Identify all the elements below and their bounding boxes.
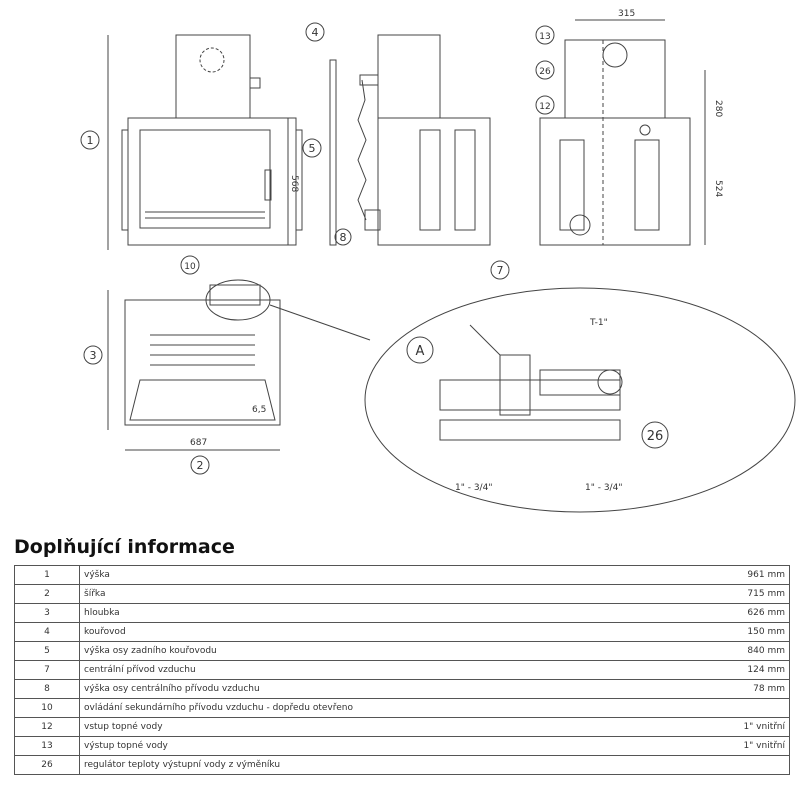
row-description: vstup topné vody	[79, 717, 681, 737]
svg-text:8: 8	[340, 231, 347, 244]
row-value: 1" vnitřní	[681, 717, 790, 737]
row-value: 124 mm	[681, 660, 790, 680]
row-number: 3	[14, 603, 80, 623]
row-number: 8	[14, 679, 80, 699]
technical-drawing: 1 2 3 4 5 7 8 10 12 13 26 26 A 315 280 5…	[80, 9, 796, 513]
svg-text:26: 26	[647, 429, 664, 444]
row-number: 10	[14, 698, 80, 718]
back-view	[539, 19, 706, 246]
row-description: výška osy zadního kouřovodu	[79, 641, 681, 661]
row-description: šířka	[79, 584, 681, 604]
row-value	[681, 698, 790, 718]
svg-text:4: 4	[312, 26, 319, 39]
svg-text:26: 26	[539, 67, 551, 77]
section-title: Doplňující informace	[14, 536, 235, 558]
row-description: výška	[79, 565, 681, 585]
svg-text:2: 2	[197, 459, 204, 472]
row-description: výška osy centrálního přívodu vzduchu	[79, 679, 681, 699]
row-value: 150 mm	[681, 622, 790, 642]
svg-text:T-1": T-1"	[589, 318, 608, 328]
front-view	[107, 34, 303, 250]
svg-text:1: 1	[87, 134, 94, 147]
side-view	[329, 34, 491, 246]
row-number: 4	[14, 622, 80, 642]
svg-text:6,5: 6,5	[252, 405, 266, 415]
svg-text:524: 524	[713, 180, 723, 197]
row-description: centrální přívod vzduchu	[79, 660, 681, 680]
svg-text:12: 12	[539, 102, 550, 112]
svg-text:687: 687	[190, 438, 207, 448]
row-value: 961 mm	[681, 565, 790, 585]
row-number: 5	[14, 641, 80, 661]
svg-text:280: 280	[713, 100, 723, 117]
svg-text:10: 10	[184, 262, 196, 272]
row-value: 840 mm	[681, 641, 790, 661]
svg-text:1" - 3/4": 1" - 3/4"	[585, 483, 622, 493]
row-value	[681, 755, 790, 775]
svg-text:568: 568	[289, 175, 299, 192]
svg-text:7: 7	[497, 264, 504, 277]
svg-text:315: 315	[618, 9, 635, 19]
row-number: 13	[14, 736, 80, 756]
row-description: hloubka	[79, 603, 681, 623]
svg-text:13: 13	[539, 32, 550, 42]
row-description: výstup topné vody	[79, 736, 681, 756]
row-number: 26	[14, 755, 80, 775]
svg-text:1" - 3/4": 1" - 3/4"	[455, 483, 492, 493]
row-description: kouřovod	[79, 622, 681, 642]
plan-view	[107, 279, 371, 451]
row-value: 1" vnitřní	[681, 736, 790, 756]
row-number: 2	[14, 584, 80, 604]
svg-text:3: 3	[90, 349, 97, 362]
row-description: ovládání sekundárního přívodu vzduchu - …	[79, 698, 681, 718]
dimension-labels: 315 280 524 568 687 6,5 T-1" 1" - 3/4" 1…	[190, 9, 723, 493]
svg-text:A: A	[416, 344, 425, 359]
callouts: 1 2 3 4 5 7 8 10 12 13 26 26 A	[80, 22, 669, 475]
row-number: 12	[14, 717, 80, 737]
row-number: 1	[14, 565, 80, 585]
svg-text:5: 5	[309, 142, 316, 155]
row-value: 78 mm	[681, 679, 790, 699]
row-value: 715 mm	[681, 584, 790, 604]
row-description: regulátor teploty výstupní vody z výmění…	[79, 755, 681, 775]
row-number: 7	[14, 660, 80, 680]
detail-a	[364, 287, 796, 513]
row-value: 626 mm	[681, 603, 790, 623]
